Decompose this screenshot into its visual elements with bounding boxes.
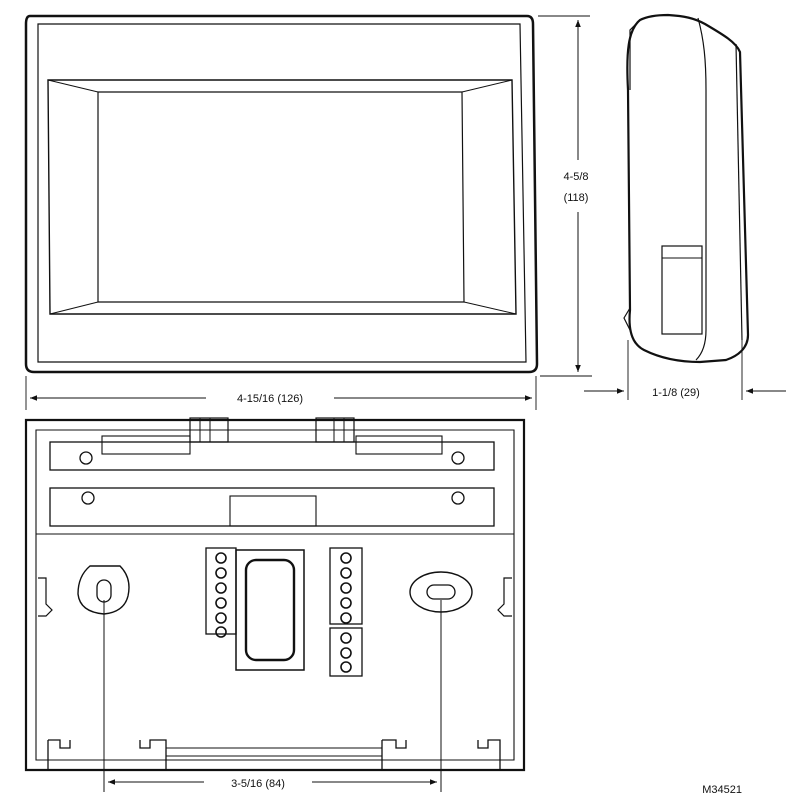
display-bezel xyxy=(47,79,517,315)
bottom-feet xyxy=(47,739,501,771)
left-terminal-block xyxy=(205,547,237,638)
mounting-hole-spacing-label: 3-5/16 (84) xyxy=(231,778,285,790)
side-view xyxy=(623,13,750,364)
height-metric-label: (118) xyxy=(564,192,589,204)
width-label: 4-15/16 (126) xyxy=(237,393,303,405)
drawing-id: M34521 xyxy=(702,784,742,796)
depth-dimension: 1-1/8 (29) xyxy=(584,340,786,400)
height-dimension: 4-5/8 (118) xyxy=(538,15,592,377)
depth-label: 1-1/8 (29) xyxy=(652,387,700,399)
right-terminal-block xyxy=(329,547,363,677)
mounting-hole-spacing-dimension: 3-5/16 (84) xyxy=(103,600,442,792)
side-slot xyxy=(661,245,703,335)
wiring-opening xyxy=(235,549,305,671)
height-fraction-label: 4-5/8 xyxy=(563,171,588,183)
width-dimension: 4-15/16 (126) xyxy=(25,376,537,410)
wallplate-view xyxy=(24,417,526,772)
front-view xyxy=(24,14,539,374)
